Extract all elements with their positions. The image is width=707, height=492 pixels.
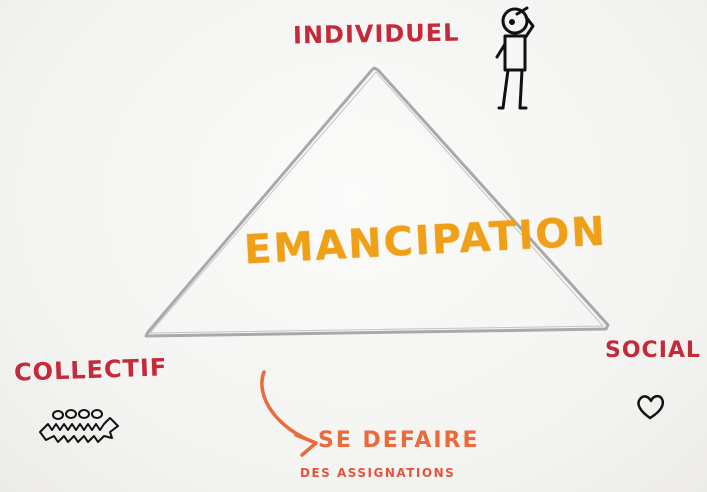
- thinking-person-icon: [495, 6, 535, 110]
- outcome-label-line2: DES ASSIGNATIONS: [300, 466, 456, 480]
- heart-icon: [637, 394, 665, 420]
- crowd-icon: [39, 409, 119, 443]
- vertex-label-collectif: COLLECTIF: [13, 353, 168, 387]
- outcome-arrow-icon: [260, 370, 318, 457]
- emancipation-triangle: [144, 66, 610, 338]
- outcome-label-line1: SE DEFAIRE: [318, 428, 480, 453]
- vertex-label-social: SOCIAL: [605, 338, 701, 363]
- triangle-inner-stroke: [148, 71, 605, 334]
- vertex-label-individuel: INDIVIDUEL: [292, 18, 460, 50]
